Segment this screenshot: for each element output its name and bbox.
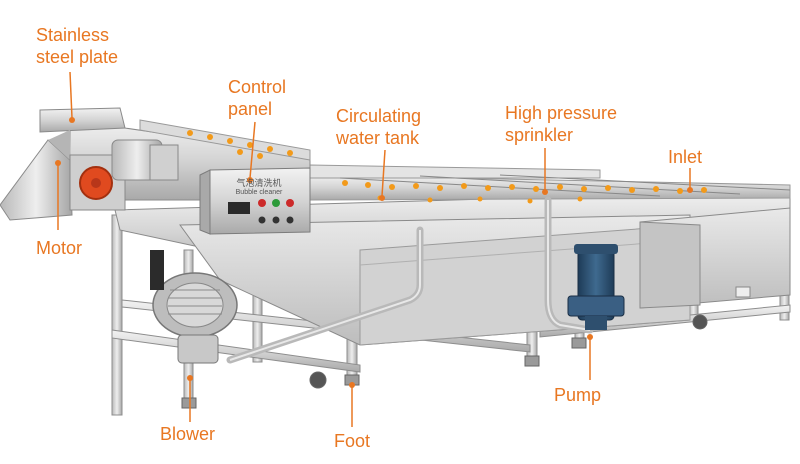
label-blower: Blower: [160, 423, 215, 445]
blower: [150, 250, 238, 364]
label-text: Blower: [160, 424, 216, 444]
control-panel-box: [199, 167, 311, 235]
label-motor: Motor: [36, 237, 82, 259]
label-text: Motor: [36, 238, 83, 258]
label-text: Foot: [334, 431, 371, 451]
label-text: High pressure: [505, 103, 618, 123]
leader-control-panel: [249, 121, 256, 179]
label-text: Control: [228, 77, 287, 97]
control-panel-subtitle: Bubble cleaner: [235, 189, 283, 196]
label-text: panel: [228, 99, 273, 119]
leader-stainless-steel-plate: [69, 71, 73, 119]
leader-dots: [55, 117, 693, 388]
high-pressure-sprinkler-nozzles: [342, 180, 707, 204]
leader-lines: [57, 71, 691, 427]
label-high-pressure-sprinkler: High pressure sprinkler: [505, 102, 617, 146]
label-text: sprinkler: [505, 125, 574, 145]
label-foot: Foot: [334, 430, 370, 452]
pump: [567, 244, 625, 330]
leader-circulating-water-tank: [381, 149, 386, 197]
label-text: Stainless: [36, 25, 110, 45]
sprinkler-frame: [309, 164, 791, 201]
label-text: Inlet: [668, 147, 703, 167]
label-inlet: Inlet: [668, 146, 702, 168]
label-circulating-water-tank: Circulating water tank: [336, 105, 421, 149]
label-control-panel: Control panel: [228, 76, 286, 120]
label-text: Pump: [554, 385, 602, 405]
stainless-steel-plate: [0, 107, 126, 221]
label-text: Circulating: [336, 106, 422, 126]
label-text: water tank: [336, 128, 420, 148]
control-panel-title: 气泡清洗机: [236, 179, 282, 189]
label-stainless-steel-plate: Stainless steel plate: [36, 24, 118, 68]
motor: [69, 139, 179, 211]
inlet-box: [639, 207, 791, 309]
label-pump: Pump: [554, 384, 601, 406]
label-text: steel plate: [36, 47, 119, 67]
